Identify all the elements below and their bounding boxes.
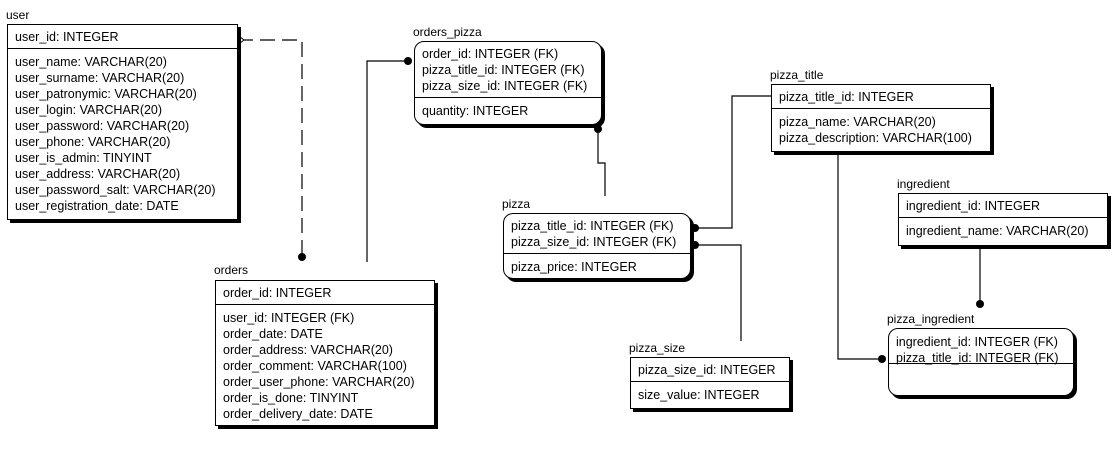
entity-pizza_size[interactable]: pizza_size_id: INTEGER size_value: INTEG… bbox=[630, 357, 790, 409]
attribute: user_registration_date: DATE bbox=[15, 199, 179, 213]
rel-pizza_title-pizza[interactable] bbox=[695, 95, 771, 229]
pk-attribute: order_id: INTEGER (FK) bbox=[422, 47, 559, 61]
rel-pizza_title-pizza_ingredient[interactable] bbox=[837, 154, 882, 360]
attribute-section: user_id: INTEGER (FK) order_date: DATE o… bbox=[216, 305, 434, 425]
pk-section: pizza_title_id: INTEGER bbox=[772, 85, 990, 109]
many-dot-pizza-title bbox=[691, 224, 699, 232]
attribute: size_value: INTEGER bbox=[638, 388, 760, 402]
many-dot-pizza-size bbox=[691, 241, 699, 249]
attribute-section: user_name: VARCHAR(20) user_surname: VAR… bbox=[8, 49, 237, 217]
entity-title-ingredient: ingredient bbox=[897, 177, 950, 191]
many-dot-pizza_ingredient-ingredient bbox=[976, 300, 984, 308]
pk-attribute: pizza_size_id: INTEGER (FK) bbox=[422, 79, 588, 93]
pk-attribute: user_id: INTEGER bbox=[15, 30, 119, 44]
pk-attribute: pizza_title_id: INTEGER bbox=[779, 90, 914, 104]
attribute: order_user_phone: VARCHAR(20) bbox=[223, 375, 415, 389]
entity-title-user: user bbox=[6, 8, 30, 22]
attribute: user_is_admin: TINYINT bbox=[15, 151, 152, 165]
attribute: order_is_done: TINYINT bbox=[223, 391, 359, 405]
entity-title-pizza_ingredient: pizza_ingredient bbox=[887, 312, 975, 326]
attribute: order_delivery_date: DATE bbox=[223, 407, 373, 421]
pk-section: pizza_size_id: INTEGER bbox=[631, 358, 789, 382]
many-dot-orders bbox=[298, 253, 306, 261]
attribute: order_comment: VARCHAR(100) bbox=[223, 359, 407, 373]
entity-pizza_ingredient[interactable]: ingredient_id: INTEGER (FK) pizza_title_… bbox=[888, 328, 1074, 396]
pk-attribute: pizza_size_id: INTEGER bbox=[638, 363, 776, 377]
attribute: user_address: VARCHAR(20) bbox=[15, 167, 181, 181]
attribute: user_password: VARCHAR(20) bbox=[15, 119, 190, 133]
attribute: pizza_name: VARCHAR(20) bbox=[779, 115, 936, 129]
pk-section: ingredient_id: INTEGER bbox=[899, 194, 1107, 218]
entity-orders[interactable]: order_id: INTEGER user_id: INTEGER (FK) … bbox=[215, 280, 435, 426]
attribute: pizza_price: INTEGER bbox=[511, 260, 637, 274]
pk-attribute: pizza_title_id: INTEGER (FK) bbox=[511, 219, 674, 233]
entity-title-pizza: pizza bbox=[502, 197, 531, 211]
pk-section: pizza_title_id: INTEGER (FK) pizza_size_… bbox=[504, 214, 690, 254]
pk-attribute: ingredient_id: INTEGER bbox=[906, 199, 1041, 213]
pk-section: order_id: INTEGER (FK) pizza_title_id: I… bbox=[415, 42, 601, 98]
rel-orders-orders_pizza[interactable] bbox=[366, 60, 408, 262]
attribute-section: pizza_price: INTEGER bbox=[504, 254, 690, 278]
attribute: user_password_salt: VARCHAR(20) bbox=[15, 183, 216, 197]
pk-attribute: order_id: INTEGER bbox=[223, 286, 332, 300]
entity-pizza_title[interactable]: pizza_title_id: INTEGER pizza_name: VARC… bbox=[771, 84, 991, 152]
attribute: ingredient_name: VARCHAR(20) bbox=[906, 224, 1089, 238]
entity-title-orders_pizza: orders_pizza bbox=[413, 25, 482, 39]
pk-attribute: pizza_size_id: INTEGER (FK) bbox=[511, 235, 677, 249]
entity-title-pizza_title: pizza_title bbox=[770, 68, 824, 82]
entity-ingredient[interactable]: ingredient_id: INTEGER ingredient_name: … bbox=[898, 193, 1108, 246]
attribute-section: quantity: INTEGER bbox=[415, 98, 601, 122]
entity-user[interactable]: user_id: INTEGER user_name: VARCHAR(20) … bbox=[7, 24, 238, 220]
entity-orders_pizza[interactable]: order_id: INTEGER (FK) pizza_title_id: I… bbox=[414, 41, 602, 125]
entity-title-pizza_size: pizza_size bbox=[629, 341, 686, 355]
many-dot-orders_pizza-pizza bbox=[594, 125, 602, 133]
rel-pizza_size-pizza[interactable] bbox=[695, 244, 742, 341]
pk-section: ingredient_id: INTEGER (FK) pizza_title_… bbox=[889, 329, 1073, 365]
many-dot-orders_pizza-order bbox=[404, 57, 412, 65]
attribute: user_id: INTEGER (FK) bbox=[223, 311, 355, 325]
rel-user-orders[interactable] bbox=[238, 39, 303, 257]
pk-section: order_id: INTEGER bbox=[216, 281, 434, 305]
attribute: user_name: VARCHAR(20) bbox=[15, 55, 167, 69]
attribute: quantity: INTEGER bbox=[422, 104, 529, 118]
pk-attribute: ingredient_id: INTEGER (FK) bbox=[896, 335, 1058, 349]
many-dot-pizza_ingredient-title bbox=[878, 355, 886, 363]
attribute: order_address: VARCHAR(20) bbox=[223, 343, 393, 357]
attribute-section: pizza_name: VARCHAR(20) pizza_descriptio… bbox=[772, 109, 990, 149]
entity-pizza[interactable]: pizza_title_id: INTEGER (FK) pizza_size_… bbox=[503, 213, 691, 279]
pk-attribute: pizza_title_id: INTEGER (FK) bbox=[422, 63, 585, 77]
attribute: user_patronymic: VARCHAR(20) bbox=[15, 87, 197, 101]
entity-title-orders: orders bbox=[214, 263, 249, 277]
attribute: user_surname: VARCHAR(20) bbox=[15, 71, 185, 85]
rel-pizza-orders_pizza[interactable] bbox=[597, 129, 606, 196]
attribute: user_login: VARCHAR(20) bbox=[15, 103, 163, 117]
attribute-section: ingredient_name: VARCHAR(20) bbox=[899, 218, 1107, 242]
attribute: order_date: DATE bbox=[223, 327, 323, 341]
pk-attribute: pizza_title_id: INTEGER (FK) bbox=[896, 351, 1059, 365]
pk-section: user_id: INTEGER bbox=[8, 25, 237, 49]
attribute: user_phone: VARCHAR(20) bbox=[15, 135, 171, 149]
attribute: pizza_description: VARCHAR(100) bbox=[779, 131, 972, 145]
attribute-section: size_value: INTEGER bbox=[631, 382, 789, 406]
